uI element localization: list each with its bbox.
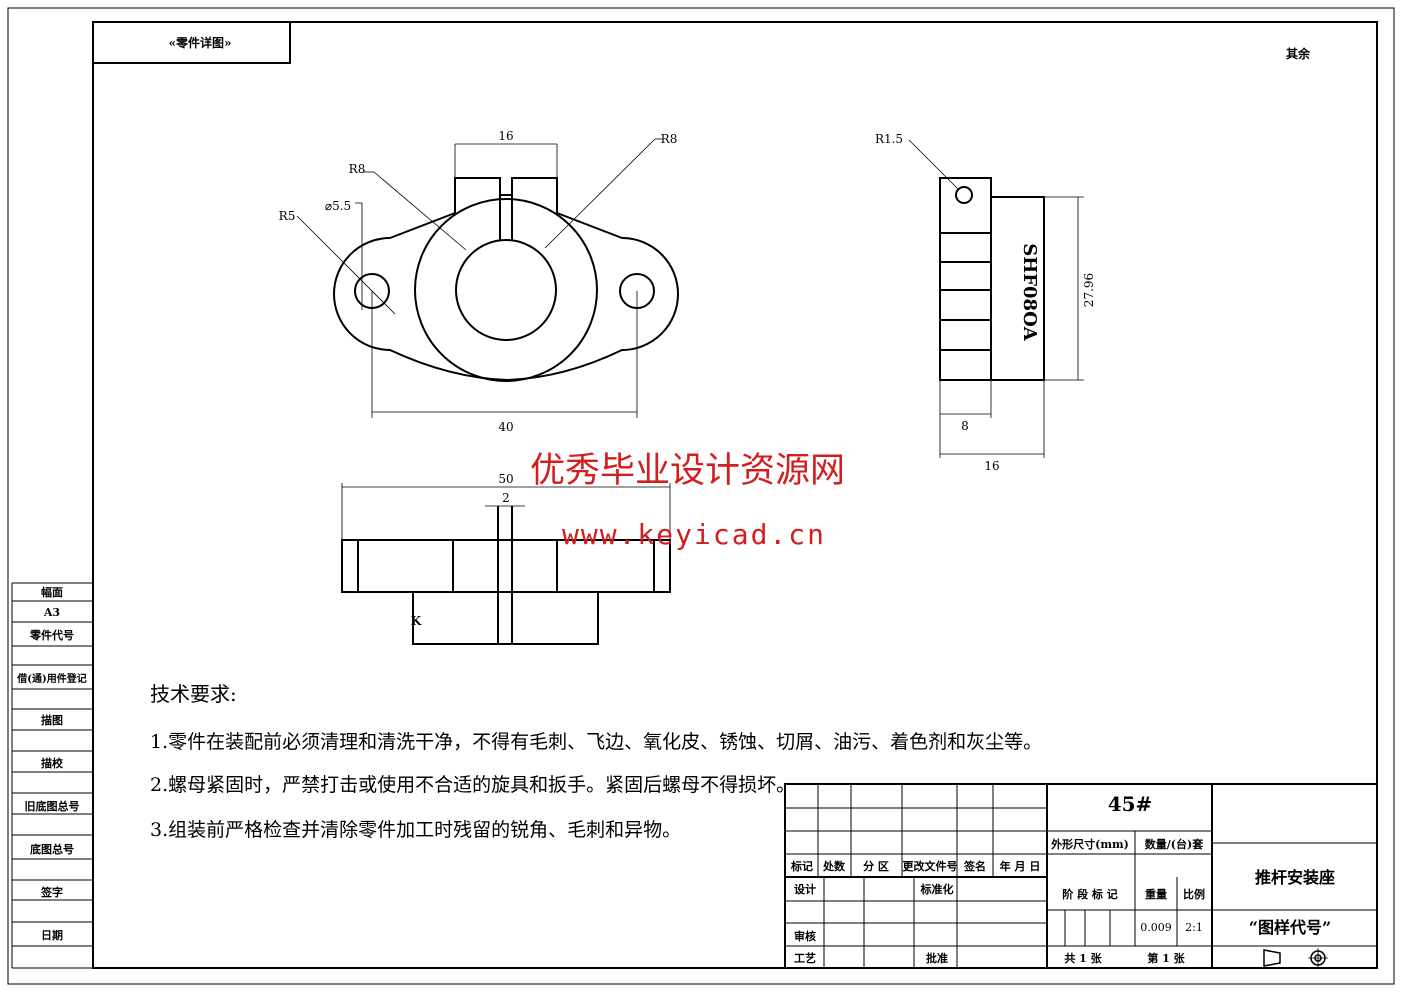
tb-mark: 标记: [790, 859, 813, 873]
front-view: [333, 177, 679, 382]
front-mark: K: [411, 614, 422, 628]
dim-r8-right: R8: [661, 132, 678, 146]
front-view-dims: [296, 138, 662, 418]
front-view-top-tab: [454, 177, 558, 213]
tech-requirement-1: 1.零件在装配前必须清理和清洗干净，不得有毛刺、飞边、氧化皮、锈蚀、切屑、油污、…: [150, 731, 1043, 753]
drawing-number: “图样代号”: [1249, 918, 1331, 937]
front-view-bore: [455, 239, 557, 341]
tb-zone: 分 区: [863, 859, 889, 873]
tb-review: 审核: [794, 929, 816, 943]
tb-approve: 批准: [926, 951, 948, 965]
tb-sheet-no: 第 1 张: [1147, 951, 1185, 965]
tb-scale: 2:1: [1185, 921, 1203, 934]
dim-side-thickness: 8: [961, 419, 969, 433]
watermark-url: www.keyicad.cn: [562, 518, 827, 551]
side-column-label: 描图: [41, 713, 63, 727]
tb-process: 工艺: [794, 951, 816, 965]
bottom-view: [341, 506, 671, 645]
side-column-label: 旧底图总号: [25, 799, 80, 813]
tb-standard: 标准化: [920, 882, 954, 896]
side-column-label: A3: [43, 606, 60, 619]
side-column-label: 底图总号: [30, 842, 74, 856]
tech-requirement-2: 2.螺母紧固时，严禁打击或使用不合适的旋具和扳手。紧固后螺母不得损坏。: [150, 774, 796, 796]
side-column-label: 借(通)用件登记: [16, 672, 86, 685]
side-view: [939, 177, 1045, 381]
dim-hole-diameter: ⌀5.5: [325, 199, 351, 213]
tb-sign: 签名: [963, 859, 986, 873]
front-view-flange-outline: [333, 237, 679, 382]
tb-design: 设计: [794, 882, 816, 896]
tb-date: 年 月 日: [1000, 859, 1041, 873]
side-column: [11, 582, 93, 969]
dim-r1-5: R1.5: [875, 132, 903, 146]
title-block: [784, 783, 1378, 969]
surface-finish-note: 其余: [1286, 46, 1311, 61]
dim-height: 27.96: [1082, 273, 1096, 307]
side-column-label: 签字: [40, 885, 63, 899]
tb-change-doc: 更改文件号: [903, 859, 958, 873]
dim-r8-left: R8: [349, 162, 366, 176]
side-column-label: 幅面: [41, 585, 63, 599]
tb-stage: 阶 段 标 记: [1062, 887, 1118, 901]
tb-weight-label: 重量: [1145, 887, 1167, 901]
tb-weight: 0.009: [1140, 921, 1172, 934]
dim-slot: 2: [502, 491, 510, 505]
part-marking: SHF08OA: [1019, 243, 1040, 342]
side-view-dims: [908, 139, 1084, 458]
tech-requirements-title: 技术要求:: [150, 682, 237, 706]
projection-symbol-icon: [1263, 948, 1328, 968]
dim-hole-spacing: 40: [498, 420, 513, 434]
material: 45#: [1108, 792, 1153, 816]
size-label: 外形尺寸(mm): [1050, 837, 1129, 851]
side-column-label: 日期: [41, 928, 63, 942]
tb-scale-label: 比例: [1183, 887, 1205, 901]
frame-title: «零件详图»: [168, 35, 231, 50]
dim-r5: R5: [279, 209, 296, 223]
tb-count: 处数: [822, 859, 846, 873]
part-name: 推杆安装座: [1255, 868, 1335, 887]
side-column-label: 零件代号: [29, 628, 74, 642]
inner-frame: [92, 21, 1378, 969]
watermark-title: 优秀毕业设计资源网: [530, 451, 846, 491]
outer-border: [7, 7, 1395, 985]
front-view-boss: [414, 198, 598, 382]
frame-title-box: [92, 21, 291, 64]
side-column-label: 描校: [41, 756, 64, 770]
tech-requirement-3: 3.组装前严格检查并清除零件加工时残留的锐角、毛刺和异物。: [150, 819, 682, 841]
tb-sheets-total: 共 1 张: [1064, 951, 1102, 965]
dim-bottom-length: 50: [498, 472, 513, 486]
dim-side-width: 16: [984, 459, 999, 473]
bottom-view-dims: [341, 483, 671, 540]
qty-label: 数量/(台)套: [1145, 837, 1204, 851]
dim-top-width: 16: [498, 129, 513, 143]
